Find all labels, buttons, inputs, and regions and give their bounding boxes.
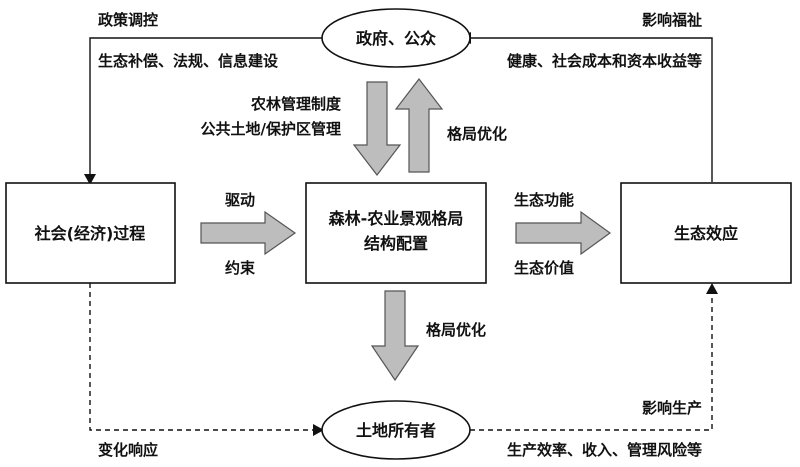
landowner-label: 土地所有者: [356, 421, 436, 440]
change-response-connector: [89, 283, 314, 431]
social-process-node: [5, 182, 176, 284]
change-response-arrowhead: [313, 424, 324, 436]
pattern-optimization-down-label: 格局优化: [426, 321, 486, 339]
affect-welfare-connector: [470, 37, 713, 182]
landowner-node: [321, 400, 471, 460]
management-system-label: 农林管理制度: [250, 95, 342, 113]
ecological-effect-label: 生态效应: [674, 224, 738, 243]
landscape-pattern-label-line1: 森林-农业景观格局: [329, 209, 464, 228]
affect-production-arrowhead: [706, 283, 718, 294]
landscape-pattern-label-line2: 结构配置: [363, 234, 428, 253]
pattern-optimization-up-label: 格局优化: [447, 125, 507, 143]
change-response-label: 变化响应: [98, 441, 158, 459]
drive-right-block-arrow: [200, 210, 297, 256]
government-public-label: 政府、公众: [356, 29, 437, 48]
constrain-label: 约束: [225, 259, 256, 277]
eco-function-right-block-arrow: [515, 210, 612, 256]
ecological-effect-node: [620, 182, 792, 284]
policy-items-label: 生态补偿、法规、信息建设: [98, 52, 278, 70]
pattern-optimization-up-block-arrow: [394, 78, 444, 173]
pattern-optimization-down-block-arrow: [370, 290, 420, 382]
policy-control-connector: [89, 37, 322, 176]
government-public-node: [321, 8, 471, 68]
management-down-block-arrow: [352, 81, 402, 176]
policy-control-arrowhead: [84, 174, 96, 185]
welfare-items-label: 健康、社会成本和资本收益等: [507, 52, 702, 70]
affect-welfare-label: 影响福祉: [642, 11, 702, 29]
drive-label: 驱动: [225, 191, 255, 209]
affect-production-connector: [470, 292, 713, 431]
public-land-management-label: 公共土地/保护区管理: [201, 120, 341, 138]
eco-value-label: 生态价值: [514, 259, 574, 277]
social-process-label: 社会(经济)过程: [34, 224, 146, 243]
landscape-pattern-node: [305, 182, 487, 284]
eco-function-label: 生态功能: [514, 191, 574, 209]
production-items-label: 生产效率、收入、管理风险等: [507, 441, 702, 459]
affect-production-label: 影响生产: [642, 399, 702, 417]
policy-control-label: 政策调控: [98, 11, 158, 29]
